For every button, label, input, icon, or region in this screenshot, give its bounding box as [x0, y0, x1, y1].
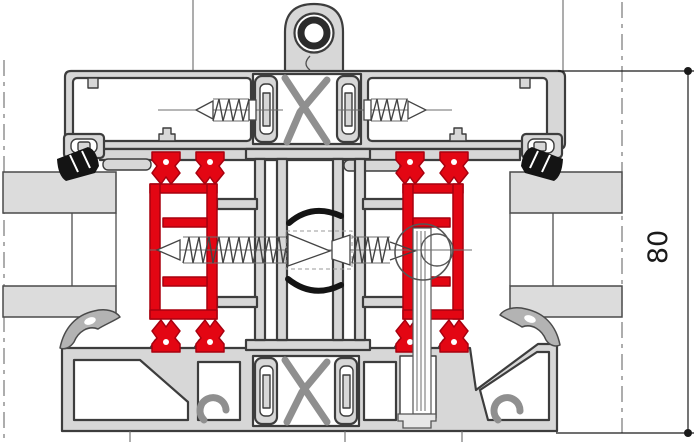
red-fin [162, 217, 208, 228]
thermal-break-right [395, 151, 469, 353]
clip-hole [163, 339, 169, 345]
link-bar [361, 295, 407, 309]
sill-chamber [362, 360, 398, 422]
guide-lines [3, 0, 623, 443]
red-wall [452, 183, 464, 320]
screw-tip [194, 99, 214, 121]
red-wall [402, 183, 414, 320]
gasket-slash [69, 150, 91, 173]
hinge-ring-tab [283, 2, 345, 74]
chamber-stub [449, 127, 467, 142]
screw-collar [248, 99, 257, 121]
dimension-endpoint [684, 429, 692, 437]
screw-collar [363, 99, 372, 121]
sill-hook-detail [490, 394, 524, 424]
hinge-ring-band [297, 16, 331, 50]
red-rung [149, 309, 218, 320]
brush-seal [397, 227, 437, 429]
sill-web [281, 356, 331, 426]
black-wedge-gasket [521, 147, 563, 181]
red-rung [402, 309, 464, 320]
mullion-bottom-plate [244, 338, 372, 352]
screw-tip [407, 99, 428, 121]
gasket-top-left [57, 147, 99, 181]
sill-ticks [129, 431, 463, 442]
leaf-gasket [499, 307, 561, 347]
red-wall [149, 183, 161, 320]
bottom-sill-profile [60, 339, 559, 442]
gasket-slash [529, 150, 551, 173]
link-bar [215, 295, 259, 309]
glass-unit-left [2, 171, 117, 318]
glass-pane [2, 171, 117, 214]
center-gasket-arc [286, 207, 344, 226]
barrel-nut-bore [420, 233, 454, 267]
connector-web [281, 74, 331, 146]
dimension-80: 80 [556, 67, 694, 437]
screw-port-core [262, 374, 271, 409]
glass-unit-right [509, 171, 623, 318]
red-fin [412, 217, 451, 228]
clip-hole [407, 339, 413, 345]
black-wedge-gasket [57, 147, 99, 181]
clip-foot [439, 151, 469, 185]
sill-chamber [72, 358, 190, 422]
top-connector [251, 72, 363, 146]
screw-thread [351, 236, 391, 264]
link-bar [215, 197, 259, 211]
mullion-top-plate [244, 147, 372, 161]
clip-hole [207, 339, 213, 345]
screw-tip [389, 241, 417, 261]
clip-foot [195, 319, 225, 353]
gasket-bottom-left [59, 309, 121, 350]
clip-foot [395, 151, 425, 185]
screw-thread [212, 98, 250, 122]
chamber-notch [87, 77, 99, 89]
sill-chamber [196, 360, 242, 422]
clip-foot [195, 151, 225, 185]
dimension-label: 80 [643, 230, 674, 264]
screw-thread [182, 236, 287, 264]
gasket-hole [84, 317, 96, 325]
red-fin [162, 276, 208, 287]
clip-foot [151, 151, 181, 185]
screw-top-left [158, 98, 283, 122]
screw-tip [155, 239, 181, 261]
clip-hole [451, 159, 457, 165]
screw-assembly-center [150, 223, 472, 281]
barrel-nut-outer [394, 223, 452, 281]
screw-top-right [338, 98, 452, 122]
cone-connector [287, 233, 332, 267]
clip-hole [451, 339, 457, 345]
thermal-break-left [149, 151, 225, 353]
gasket-hole [524, 315, 536, 323]
chamber-notch [519, 77, 531, 89]
gasket-bottom-right [499, 307, 561, 347]
chamber-stub [158, 127, 176, 142]
glass-pane [509, 171, 623, 214]
clip-hole [163, 159, 169, 165]
dimension-endpoint [684, 67, 692, 75]
hinge-hook-detail [305, 55, 311, 71]
sill-hook-detail [196, 394, 230, 424]
glazing-leg [102, 158, 152, 171]
interlock-leg [343, 159, 401, 172]
clip-hole [207, 159, 213, 165]
screw-thread [370, 98, 408, 122]
clip-hole [407, 159, 413, 165]
center-gasket-arc [285, 276, 344, 294]
link-bar [361, 197, 407, 211]
clip-foot [151, 319, 181, 353]
screw-port-core [342, 374, 351, 409]
leaf-gasket [59, 309, 121, 350]
clip-foot [439, 319, 469, 353]
cone-connector [331, 234, 351, 266]
gasket-top-right [521, 147, 563, 181]
brush-base [397, 413, 437, 429]
